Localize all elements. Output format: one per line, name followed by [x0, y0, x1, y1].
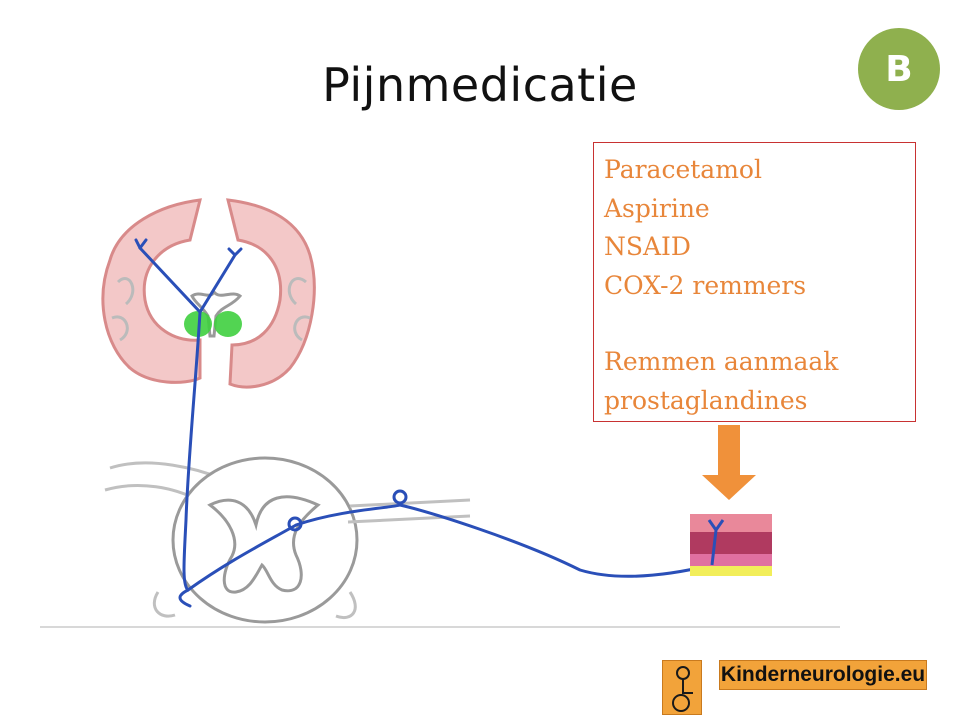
medication-item: Paracetamol	[604, 155, 762, 184]
child-wheelchair-icon	[662, 660, 702, 715]
brain-cross-section	[101, 198, 316, 389]
spacer	[604, 305, 915, 343]
thalamus-right	[214, 311, 242, 337]
slide-title: Pijnmedicatie	[322, 58, 638, 112]
medication-item: NSAID	[604, 232, 691, 261]
mechanism-line: Remmen aanmaak	[604, 347, 839, 376]
skin-tissue-block	[690, 514, 772, 576]
drug-target-arrow	[702, 425, 756, 500]
medication-item: COX-2 remmers	[604, 270, 807, 300]
section-badge: B	[858, 28, 940, 110]
mechanism-line: prostaglandines	[604, 385, 808, 415]
medication-list-box: Paracetamol Aspirine NSAID COX-2 remmers…	[593, 142, 916, 422]
medication-item: Aspirine	[604, 193, 710, 223]
site-logo[interactable]: Kinderneurologie.eu	[719, 660, 927, 690]
nerve-pathway	[134, 238, 714, 608]
